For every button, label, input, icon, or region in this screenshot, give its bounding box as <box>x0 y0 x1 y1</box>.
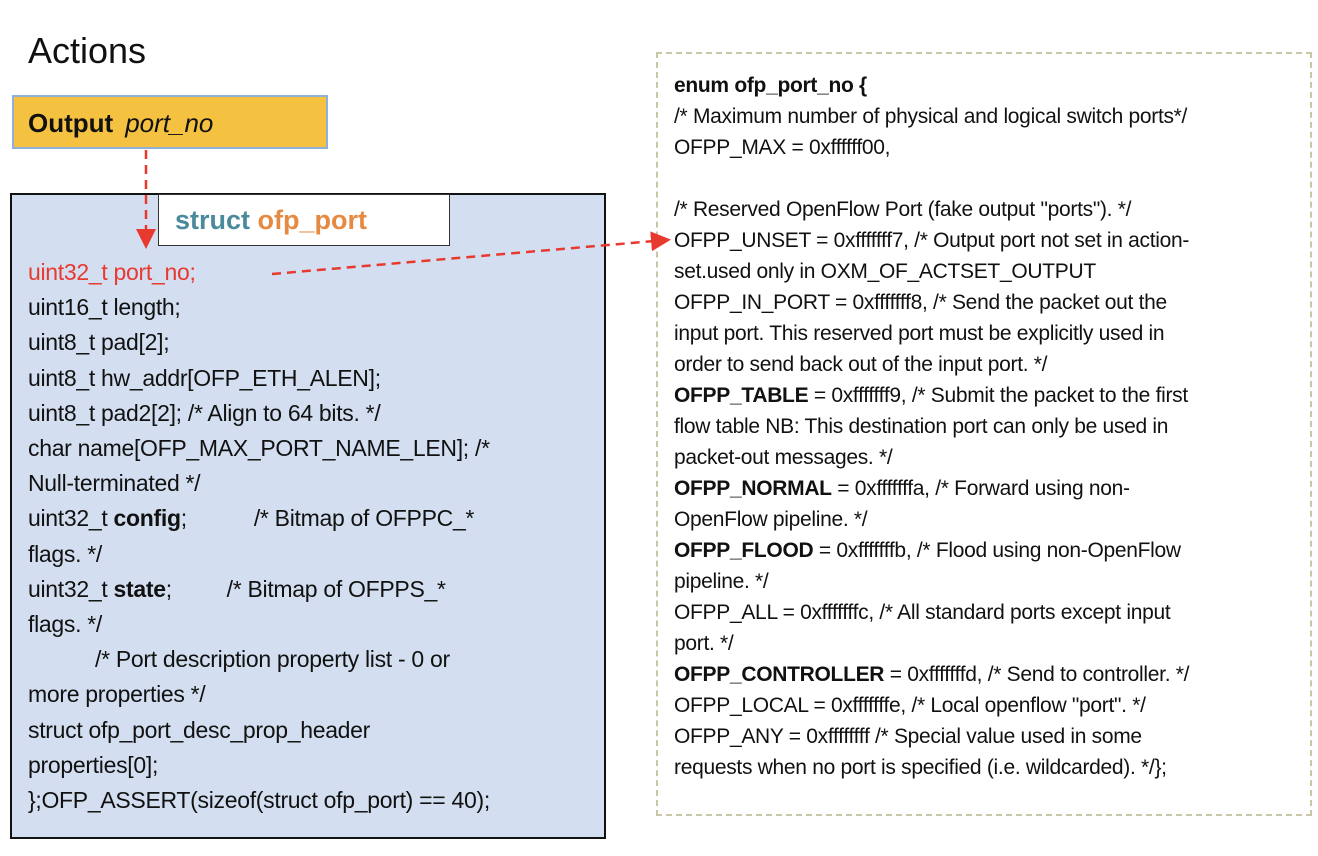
enum-code-text: OpenFlow pipeline. */ <box>674 508 868 531</box>
enum-code-line: OFPP_IN_PORT = 0xfffffff8, /* Send the p… <box>674 287 1189 318</box>
struct-code-line: flags. */ <box>28 537 490 572</box>
struct-code-text: uint32_t port_no; <box>28 259 196 285</box>
struct-name: ofp_port <box>257 205 368 235</box>
struct-code-text: uint32_t <box>28 575 114 602</box>
struct-code-line: /* Port description property list - 0 or <box>28 642 490 677</box>
struct-code-line: struct ofp_port_desc_prop_header <box>28 713 490 748</box>
enum-code-text: flow table NB: This destination port can… <box>674 415 1169 438</box>
enum-code-text: requests when no port is specified (i.e.… <box>674 756 1167 779</box>
enum-code-text: OFPP_CONTROLLER <box>674 663 885 686</box>
enum-code-text: OFPP_UNSET = 0xfffffff7, /* Output port … <box>674 229 1190 252</box>
enum-code-text: OFPP_IN_PORT = 0xfffffff8, /* Send the p… <box>674 291 1167 314</box>
struct-code-line: uint32_t port_no; <box>28 255 490 290</box>
struct-code-text: config <box>113 505 182 532</box>
enum-code-text: OFPP_ALL = 0xfffffffc, /* All standard p… <box>674 601 1171 624</box>
struct-code-text: char name[OFP_MAX_PORT_NAME_LEN]; /* <box>28 435 490 462</box>
enum-ofp-port-no-box <box>656 52 1312 816</box>
enum-code-text: OFPP_FLOOD <box>674 539 814 562</box>
struct-code-line: uint8_t pad2[2]; /* Align to 64 bits. */ <box>28 396 490 431</box>
enum-code-line: set.used only in OXM_OF_ACTSET_OUTPUT <box>674 256 1189 287</box>
struct-code-text: /* Port description property list - 0 or <box>28 646 450 673</box>
struct-code-line: flags. */ <box>28 607 490 642</box>
enum-code-text: pipeline. */ <box>674 570 769 593</box>
enum-code-text: OFPP_LOCAL = 0xfffffffe, /* Local openfl… <box>674 694 1146 717</box>
struct-code-text: Null-terminated */ <box>28 470 201 497</box>
enum-code-line: OFPP_ALL = 0xfffffffc, /* All standard p… <box>674 597 1189 628</box>
enum-code-line: flow table NB: This destination port can… <box>674 411 1189 442</box>
struct-code-text: more properties */ <box>28 681 206 708</box>
enum-code-text: /* Reserved OpenFlow Port (fake output "… <box>674 198 1132 221</box>
enum-code-line: packet-out messages. */ <box>674 442 1189 473</box>
enum-code-line: OFPP_FLOOD = 0xfffffffb, /* Flood using … <box>674 535 1189 566</box>
struct-keyword: struct <box>175 205 251 235</box>
struct-code-text: uint16_t length; <box>28 294 181 321</box>
struct-code: uint32_t port_no; uint16_t length; uint8_t… <box>28 255 490 818</box>
enum-code-line: port. */ <box>674 628 1189 659</box>
enum-code-line: input port. This reserved port must be e… <box>674 318 1189 349</box>
enum-code-line: order to send back out of the input port… <box>674 349 1189 380</box>
struct-code-text: };OFP_ASSERT(sizeof(struct ofp_port) == … <box>28 787 490 814</box>
arrow-port-no-to-enum <box>271 231 671 276</box>
enum-code-line: requests when no port is specified (i.e.… <box>674 752 1189 783</box>
enum-code-line: OFPP_CONTROLLER = 0xfffffffd, /* Send to… <box>674 659 1189 690</box>
struct-code-line: Null-terminated */ <box>28 466 490 501</box>
struct-code-text: ; /* Bitmap of OFPPC_* <box>180 505 475 532</box>
struct-code-line: more properties */ <box>28 677 490 712</box>
struct-code-line: uint8_t pad[2]; <box>28 325 490 360</box>
enum-code-text: port. */ <box>674 632 734 655</box>
struct-code-text: flags. */ <box>28 611 103 638</box>
output-label: Output <box>28 108 114 138</box>
struct-code-line: uint8_t hw_addr[OFP_ETH_ALEN]; <box>28 361 490 396</box>
struct-code-text: struct ofp_port_desc_prop_header <box>28 716 371 743</box>
struct-code-line: };OFP_ASSERT(sizeof(struct ofp_port) == … <box>28 783 490 818</box>
struct-code-line: uint16_t length; <box>28 290 490 325</box>
struct-code-text: uint32_t <box>28 505 114 532</box>
enum-code-text: = 0xfffffffa, /* Forward using non- <box>831 477 1130 500</box>
enum-code-line: OFPP_MAX = 0xffffff00, <box>674 132 1189 163</box>
struct-ofp-port-box <box>10 193 606 839</box>
enum-code: enum ofp_port_no { /* Maximum number of p… <box>674 70 1189 783</box>
struct-code-text: flags. */ <box>28 540 103 567</box>
output-param: port_no <box>125 108 214 138</box>
enum-code-line: OFPP_NORMAL = 0xfffffffa, /* Forward usi… <box>674 473 1189 504</box>
enum-code-line: enum ofp_port_no { <box>674 70 1189 101</box>
struct-code-line: uint32_t state; /* Bitmap of OFPPS_* <box>28 572 490 607</box>
struct-code-text: uint8_t pad2[2]; /* Align to 64 bits. */ <box>28 399 381 426</box>
struct-code-text: uint8_t hw_addr[OFP_ETH_ALEN]; <box>28 364 381 391</box>
enum-code-text: set.used only in OXM_OF_ACTSET_OUTPUT <box>674 260 1096 283</box>
struct-title: struct ofp_port <box>158 194 450 246</box>
enum-code-text: = 0xfffffff9, /* Submit the packet to th… <box>808 384 1188 407</box>
struct-code-line: char name[OFP_MAX_PORT_NAME_LEN]; /* <box>28 431 490 466</box>
enum-code-text: OFPP_ANY = 0xffffffff /* Special value u… <box>674 725 1142 748</box>
enum-code-text: OFPP_NORMAL <box>674 477 832 500</box>
enum-code-line: /* Reserved OpenFlow Port (fake output "… <box>674 194 1189 225</box>
struct-code-text: state <box>113 575 167 602</box>
enum-code-text: packet-out messages. */ <box>674 446 893 469</box>
enum-code-line: OFPP_LOCAL = 0xfffffffe, /* Local openfl… <box>674 690 1189 721</box>
enum-code-line: pipeline. */ <box>674 566 1189 597</box>
enum-code-text: = 0xfffffffb, /* Flood using non-OpenFlo… <box>813 539 1181 562</box>
enum-code-text: OFPP_MAX = 0xffffff00, <box>674 136 891 159</box>
enum-code-text: = 0xfffffffd, /* Send to controller. */ <box>884 663 1190 686</box>
enum-code-line: OFPP_UNSET = 0xfffffff7, /* Output port … <box>674 225 1189 256</box>
enum-code-text: enum ofp_port_no { <box>674 74 867 97</box>
output-action-box: Output port_no <box>12 95 328 149</box>
enum-code-line: OFPP_TABLE = 0xfffffff9, /* Submit the p… <box>674 380 1189 411</box>
enum-code-line: OpenFlow pipeline. */ <box>674 504 1189 535</box>
enum-code-line: /* Maximum number of physical and logica… <box>674 101 1189 132</box>
struct-code-text: uint8_t pad[2]; <box>28 329 170 356</box>
slide-title: Actions <box>28 30 147 71</box>
enum-code-text: /* Maximum number of physical and logica… <box>674 105 1188 128</box>
struct-code-text: properties[0]; <box>28 751 159 778</box>
enum-code-text: order to send back out of the input port… <box>674 353 1048 376</box>
enum-code-text: input port. This reserved port must be e… <box>674 322 1165 345</box>
struct-code-line: properties[0]; <box>28 748 490 783</box>
enum-code-text: OFPP_TABLE <box>674 384 809 407</box>
struct-code-line: uint32_t config; /* Bitmap of OFPPC_* <box>28 501 490 536</box>
struct-code-text: ; /* Bitmap of OFPPS_* <box>165 575 446 602</box>
enum-code-line: OFPP_ANY = 0xffffffff /* Special value u… <box>674 721 1189 752</box>
